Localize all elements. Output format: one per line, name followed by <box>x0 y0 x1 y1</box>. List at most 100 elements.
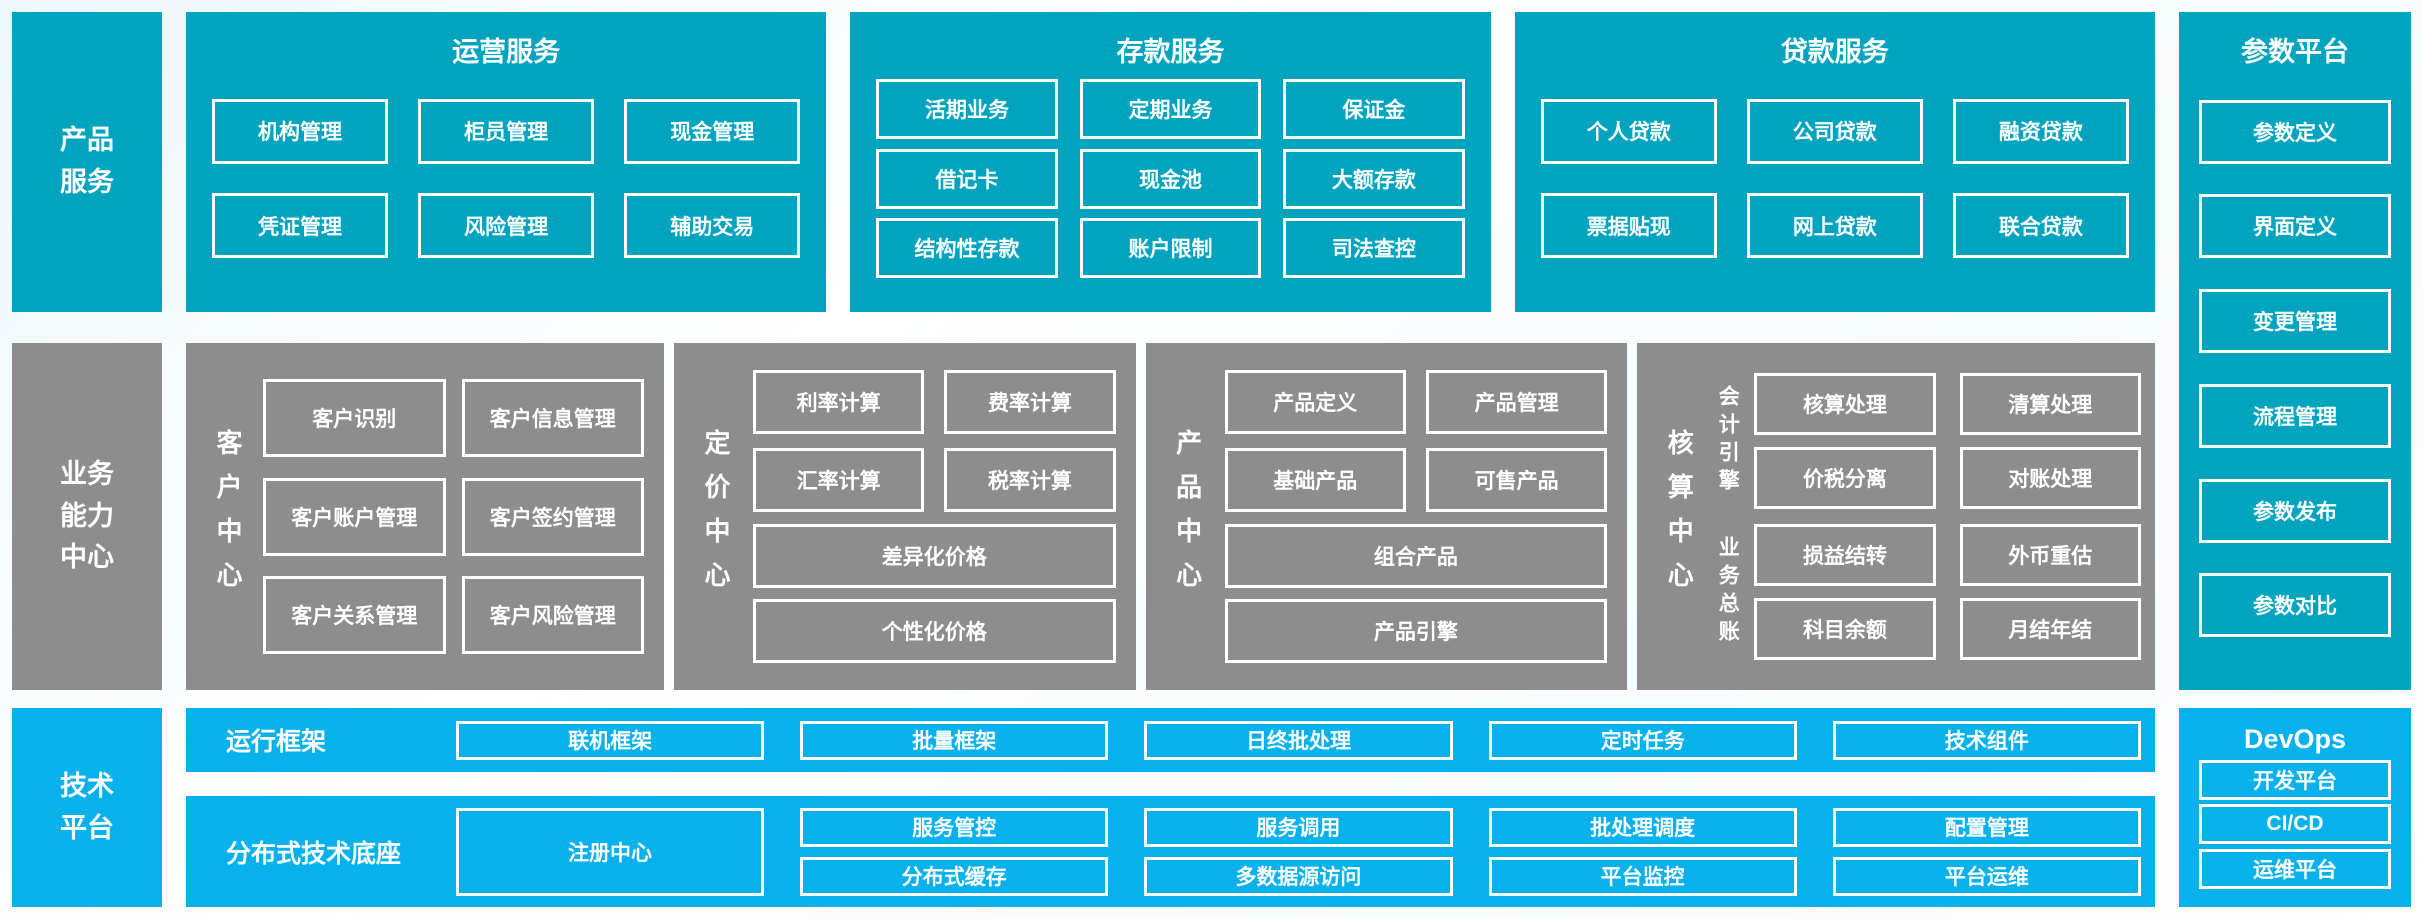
diagram-node: 客户账户管理 <box>263 477 446 556</box>
diagram-node: 参数对比 <box>2199 573 2391 638</box>
diagram-node: 批处理调度 <box>1488 807 1797 847</box>
diagram-node: 产品定义 <box>1224 370 1406 435</box>
diagram-node: 客户信息管理 <box>461 379 645 458</box>
diagram-node: 产品引擎 <box>1224 598 1608 663</box>
group-accounting-engine: 会计引擎 核算处理 清算处理 价税分离 对账处理 <box>1710 373 2141 510</box>
diagram-node: 界面定义 <box>2199 194 2391 259</box>
section-title: 运营服务 <box>452 37 561 67</box>
diagram-node: 联合贷款 <box>1952 193 2129 259</box>
band-runtime-framework: 运行框架 联机框架 批量框架 日终批处理 定时任务 技术组件 <box>186 708 2155 772</box>
operations-grid: 机构管理 柜员管理 现金管理 凭证管理 风险管理 辅助交易 <box>212 69 801 288</box>
diagram-node: 客户签约管理 <box>461 477 645 556</box>
diagram-node: 核算处理 <box>1754 373 1936 436</box>
pricing-content: 利率计算 费率计算 汇率计算 税率计算 差异化价格 个性化价格 <box>753 359 1116 674</box>
diagram-node: 注册中心 <box>456 807 764 896</box>
diagram-node: 价税分离 <box>1754 447 1936 510</box>
diagram-node: 运维平台 <box>2199 848 2391 889</box>
devops-boxes: 开发平台 CI/CD 运维平台 <box>2199 755 2391 893</box>
diagram-node: 流程管理 <box>2199 383 2391 448</box>
diagram-node: 利率计算 <box>753 370 925 435</box>
diagram-node: 票据贴现 <box>1540 193 1717 259</box>
diagram-node: 定时任务 <box>1488 720 1797 760</box>
rail-business-capability-center: 业务 能力 中心 <box>12 343 162 690</box>
diagram-node: 结构性存款 <box>876 218 1058 279</box>
section-title: 贷款服务 <box>1780 37 1889 67</box>
diagram-node: 批量框架 <box>800 720 1109 760</box>
product-grid: 产品定义 产品管理 基础产品 可售产品 <box>1224 370 1608 513</box>
diagram-node: 配置管理 <box>1832 807 2141 847</box>
distributed-grid: 服务管控 服务调用 批处理调度 配置管理 分布式缓存 多数据源访问 平台监控 平… <box>800 807 2141 896</box>
product-content: 产品定义 产品管理 基础产品 可售产品 组合产品 产品引擎 <box>1224 359 1608 674</box>
group-business-ledger: 业务总账 损益结转 外币重估 科目余额 月结年结 <box>1710 523 2141 660</box>
diagram-node: 大额存款 <box>1283 148 1465 209</box>
right-rail: 参数平台 参数定义 界面定义 变更管理 流程管理 参数发布 参数对比 DevOp… <box>2179 12 2411 907</box>
section-pricing-center: 定价中心 利率计算 费率计算 汇率计算 税率计算 差异化价格 个性化价格 <box>674 343 1136 690</box>
diagram-node: 个人贷款 <box>1540 98 1717 164</box>
diagram-node: 参数发布 <box>2199 478 2391 543</box>
product-services-row: 运营服务 机构管理 柜员管理 现金管理 凭证管理 风险管理 辅助交易 存款服务 … <box>186 12 2155 312</box>
section-deposit-services: 存款服务 活期业务 定期业务 保证金 借记卡 现金池 大额存款 结构性存款 账户… <box>850 12 1491 312</box>
diagram-node: 机构管理 <box>212 98 389 164</box>
diagram-node: 差异化价格 <box>753 523 1116 588</box>
diagram-node: 参数定义 <box>2199 99 2391 164</box>
diagram-node: 定期业务 <box>1079 78 1262 139</box>
diagram-node: 汇率计算 <box>753 448 925 513</box>
rail-technology-platform: 技术 平台 <box>12 708 162 907</box>
section-customer-center: 客户中心 客户识别 客户信息管理 客户账户管理 客户签约管理 客户关系管理 客户… <box>186 343 665 690</box>
section-title: DevOps <box>2243 724 2347 754</box>
diagram-node: 产品管理 <box>1425 370 1608 435</box>
diagram-node: 借记卡 <box>876 148 1058 209</box>
diagram-node: 客户识别 <box>263 379 446 458</box>
diagram-node: 个性化价格 <box>753 598 1116 663</box>
diagram-node: 损益结转 <box>1754 523 1936 586</box>
diagram-node: 账户限制 <box>1079 218 1262 279</box>
diagram-node: 辅助交易 <box>624 193 801 259</box>
accounting-groups: 会计引擎 核算处理 清算处理 价税分离 对账处理 业务总账 损益结转 外币重估 <box>1710 359 2141 674</box>
diagram-node: 平台运维 <box>1832 856 2141 896</box>
parameter-boxes: 参数定义 界面定义 变更管理 流程管理 参数发布 参数对比 <box>2199 69 2391 668</box>
diagram-node: 活期业务 <box>876 78 1058 139</box>
group-vertical-label: 业务总账 <box>1716 535 1740 648</box>
rail-product-services: 产品 服务 <box>12 12 162 312</box>
diagram-node: 客户风险管理 <box>461 575 645 654</box>
diagram-node: 费率计算 <box>944 370 1116 435</box>
diagram-node: 融资贷款 <box>1952 98 2129 164</box>
section-vertical-label: 客户中心 <box>213 428 243 605</box>
diagram-node: 技术组件 <box>1832 720 2142 760</box>
diagram-node: 可售产品 <box>1425 448 1608 513</box>
diagram-node: CI/CD <box>2199 804 2391 844</box>
business-capability-row: 客户中心 客户识别 客户信息管理 客户账户管理 客户签约管理 客户关系管理 客户… <box>186 343 2155 690</box>
diagram-node: 多数据源访问 <box>1144 856 1453 896</box>
left-rail: 产品 服务 业务 能力 中心 技术 平台 <box>12 12 162 907</box>
diagram-node: 税率计算 <box>944 448 1116 513</box>
section-devops: DevOps 开发平台 CI/CD 运维平台 <box>2179 708 2411 907</box>
section-vertical-label: 定价中心 <box>701 428 732 605</box>
section-parameter-platform: 参数平台 参数定义 界面定义 变更管理 流程管理 参数发布 参数对比 <box>2179 12 2411 690</box>
section-product-center: 产品中心 产品定义 产品管理 基础产品 可售产品 组合产品 产品引擎 <box>1145 343 1628 690</box>
deposit-grid: 活期业务 定期业务 保证金 借记卡 现金池 大额存款 结构性存款 账户限制 司法… <box>876 69 1465 288</box>
diagram-node: 网上贷款 <box>1746 193 1923 259</box>
diagram-node: 外币重估 <box>1959 523 2141 586</box>
diagram-node: 服务管控 <box>800 807 1109 847</box>
diagram-node: 客户关系管理 <box>263 575 446 654</box>
diagram-node: 服务调用 <box>1144 807 1453 847</box>
section-vertical-label: 核算中心 <box>1664 428 1695 605</box>
band-label: 分布式技术底座 <box>226 839 402 868</box>
section-operations-services: 运营服务 机构管理 柜员管理 现金管理 凭证管理 风险管理 辅助交易 <box>186 12 827 312</box>
section-accounting-center: 核算中心 会计引擎 核算处理 清算处理 价税分离 对账处理 业务总账 <box>1637 343 2155 690</box>
group-vertical-label: 会计引擎 <box>1716 385 1740 498</box>
loan-grid: 个人贷款 公司贷款 融资贷款 票据贴现 网上贷款 联合贷款 <box>1540 69 2129 288</box>
section-title: 存款服务 <box>1116 37 1225 67</box>
diagram-node: 分布式缓存 <box>800 856 1109 896</box>
diagram-node: 平台监控 <box>1488 856 1797 896</box>
customer-grid: 客户识别 客户信息管理 客户账户管理 客户签约管理 客户关系管理 客户风险管理 <box>263 359 645 674</box>
diagram-node: 基础产品 <box>1224 448 1406 513</box>
band-label: 运行框架 <box>226 728 327 756</box>
diagram-node: 组合产品 <box>1224 523 1608 588</box>
diagram-node: 司法查控 <box>1283 218 1465 279</box>
section-title: 参数平台 <box>2241 37 2349 67</box>
accounting-engine-grid: 核算处理 清算处理 价税分离 对账处理 <box>1754 373 2141 510</box>
business-ledger-grid: 损益结转 外币重估 科目余额 月结年结 <box>1754 523 2141 660</box>
diagram-node: 现金管理 <box>624 98 801 164</box>
